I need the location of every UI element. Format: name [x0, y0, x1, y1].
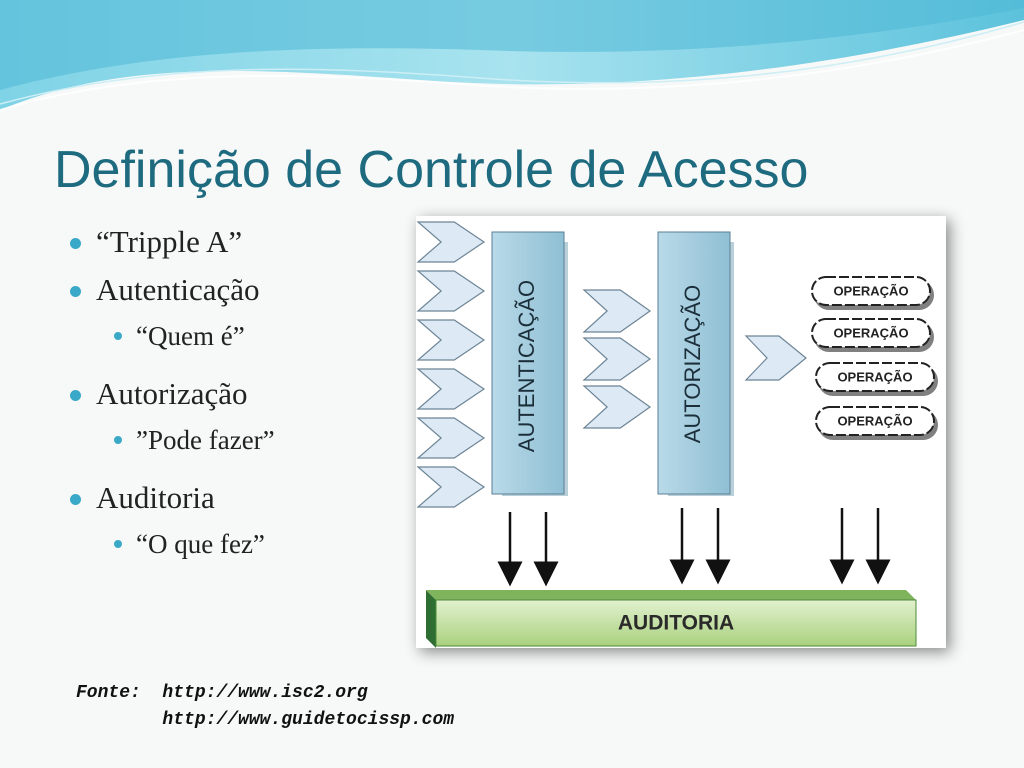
chevron-arrow-icon — [416, 319, 486, 361]
chevron-arrow-icon — [416, 270, 486, 312]
input-arrows-middle — [582, 289, 652, 429]
header-wave-decoration — [0, 0, 1024, 120]
chevron-arrow-icon — [416, 466, 486, 508]
operation-cloud: OPERAÇÃO — [811, 318, 934, 352]
chevron-arrow-icon — [582, 385, 652, 429]
chevron-arrow-icon — [416, 221, 486, 263]
down-arrows — [497, 508, 891, 587]
authorization-column: AUTORIZAÇÃO — [657, 231, 734, 496]
chevron-arrow-icon — [416, 368, 486, 410]
operation-list: OPERAÇÃO OPERAÇÃO OPERAÇÃO OPERAÇÃO — [811, 276, 938, 440]
input-arrows-right — [744, 335, 807, 381]
audit-bar: AUDITORIA — [426, 590, 917, 648]
audit-label: AUDITORIA — [618, 612, 734, 635]
bullet-list: “Tripple A” Autenticação “Quem é” Autori… — [70, 222, 275, 582]
bullet-auditoria: Auditoria — [70, 478, 275, 526]
source-label: Fonte: — [76, 683, 141, 703]
bullet-autorizacao: Autorização — [70, 374, 275, 422]
operation-label: OPERAÇÃO — [837, 413, 912, 428]
authorization-label: AUTORIZAÇÃO — [680, 285, 705, 444]
operation-label: OPERAÇÃO — [837, 369, 912, 384]
operation-label: OPERAÇÃO — [833, 283, 908, 298]
sub-bullet-quem-e: “Quem é” — [114, 318, 275, 374]
operation-cloud: OPERAÇÃO — [811, 276, 934, 310]
input-arrows-left — [416, 221, 486, 508]
bullet-autenticacao: Autenticação — [70, 270, 275, 318]
source-link-guidetocissp[interactable]: http://www.guidetocissp.com — [162, 710, 455, 730]
source-link-isc2[interactable]: http://www.isc2.org — [162, 683, 368, 703]
chevron-arrow-icon — [582, 337, 652, 381]
aaa-diagram-canvas: AUTENTICAÇÃO AUTORIZAÇÃO OPERAÇÃOOPERAÇÃ… — [416, 221, 938, 648]
operation-cloud: OPERAÇÃO — [815, 406, 938, 440]
bullet-tripple-a: “Tripple A” — [70, 222, 275, 270]
source-citation: Fonte: http://www.isc2.org http://www.gu… — [76, 680, 454, 734]
operation-cloud: OPERAÇÃO — [815, 362, 938, 396]
chevron-arrow-icon — [744, 335, 807, 381]
operation-label: OPERAÇÃO — [833, 325, 908, 340]
slide-title: Definição de Controle de Acesso — [54, 141, 809, 199]
chevron-arrow-icon — [582, 289, 652, 333]
sub-bullet-o-que-fez: “O que fez” — [114, 526, 275, 582]
sub-bullet-pode-fazer: ”Pode fazer” — [114, 422, 275, 478]
authentication-column: AUTENTICAÇÃO — [491, 231, 568, 496]
authentication-label: AUTENTICAÇÃO — [514, 280, 539, 452]
chevron-arrow-icon — [416, 417, 486, 459]
